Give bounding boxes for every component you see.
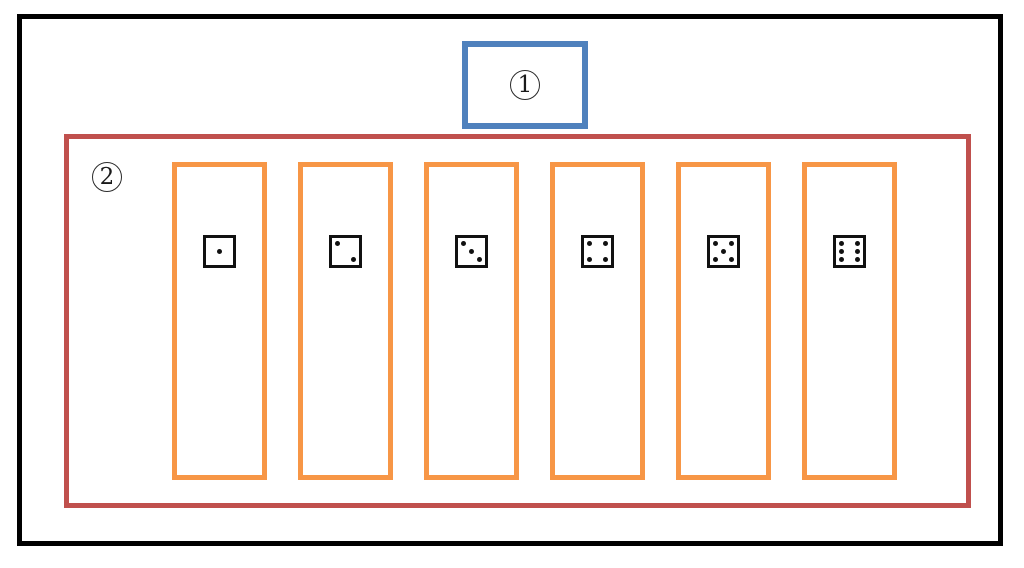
pip bbox=[713, 241, 719, 247]
pip-cell bbox=[460, 255, 468, 263]
die-face-4 bbox=[581, 235, 614, 268]
pip bbox=[587, 241, 593, 247]
pip-cell bbox=[586, 240, 594, 248]
pip-cell bbox=[586, 255, 594, 263]
pip-cell bbox=[475, 240, 483, 248]
pip-cell bbox=[838, 248, 846, 256]
callout-box-1: 1 bbox=[462, 41, 588, 129]
pip-cell bbox=[342, 240, 350, 248]
pip-cell bbox=[727, 248, 735, 256]
pip-cell bbox=[712, 240, 720, 248]
pip-cell bbox=[853, 248, 861, 256]
pip bbox=[602, 256, 608, 262]
pip bbox=[728, 256, 734, 262]
pip-cell bbox=[712, 255, 720, 263]
outer-frame bbox=[17, 14, 1003, 546]
pip-cell bbox=[475, 248, 483, 256]
pip-cell bbox=[601, 248, 609, 256]
pip-cell bbox=[586, 248, 594, 256]
pip bbox=[854, 248, 860, 254]
pip-cell bbox=[846, 248, 854, 256]
pip-cell bbox=[342, 248, 350, 256]
die-face-1 bbox=[203, 235, 236, 268]
pip-cell bbox=[223, 248, 231, 256]
pip-cell bbox=[216, 240, 224, 248]
pip-cell bbox=[468, 255, 476, 263]
pip-cell bbox=[349, 240, 357, 248]
pip bbox=[476, 256, 482, 262]
pip-cell bbox=[594, 248, 602, 256]
pip-cell bbox=[727, 255, 735, 263]
die-face-3 bbox=[455, 235, 488, 268]
pip-cell bbox=[853, 255, 861, 263]
dice-column bbox=[676, 162, 771, 480]
pip bbox=[216, 248, 222, 254]
pip-cell bbox=[216, 255, 224, 263]
pip-cell bbox=[475, 255, 483, 263]
dice-columns bbox=[172, 162, 897, 480]
pip-cell bbox=[720, 240, 728, 248]
pip bbox=[854, 241, 860, 247]
dice-column bbox=[802, 162, 897, 480]
pip-cell bbox=[468, 240, 476, 248]
pip bbox=[350, 256, 356, 262]
pip-cell bbox=[460, 248, 468, 256]
pip-cell bbox=[349, 248, 357, 256]
pip bbox=[839, 241, 845, 247]
pip-cell bbox=[223, 255, 231, 263]
pip bbox=[461, 241, 467, 247]
pip-cell bbox=[216, 248, 224, 256]
pip-cell bbox=[838, 240, 846, 248]
pip bbox=[839, 256, 845, 262]
pip-cell bbox=[594, 255, 602, 263]
pip bbox=[720, 248, 726, 254]
dice-column bbox=[424, 162, 519, 480]
pip bbox=[854, 256, 860, 262]
pip-cell bbox=[594, 240, 602, 248]
pip bbox=[713, 256, 719, 262]
pip-cell bbox=[720, 255, 728, 263]
pip-cell bbox=[720, 248, 728, 256]
pip-cell bbox=[727, 240, 735, 248]
pip-cell bbox=[460, 240, 468, 248]
pip bbox=[728, 241, 734, 247]
pip bbox=[335, 241, 341, 247]
pip-cell bbox=[468, 248, 476, 256]
pip-cell bbox=[208, 248, 216, 256]
pip bbox=[602, 241, 608, 247]
dice-column bbox=[172, 162, 267, 480]
pip bbox=[839, 248, 845, 254]
pip-cell bbox=[208, 240, 216, 248]
pip-cell bbox=[334, 240, 342, 248]
die-face-2 bbox=[329, 235, 362, 268]
pip-cell bbox=[334, 248, 342, 256]
pip-cell bbox=[846, 255, 854, 263]
die-face-6 bbox=[833, 235, 866, 268]
dice-column bbox=[550, 162, 645, 480]
circled-number-2: 2 bbox=[92, 162, 122, 192]
pip bbox=[468, 248, 474, 254]
circled-number-1: 1 bbox=[510, 70, 540, 100]
die-face-5 bbox=[707, 235, 740, 268]
callout-box-2: 2 bbox=[64, 134, 971, 508]
pip-cell bbox=[601, 255, 609, 263]
pip-cell bbox=[349, 255, 357, 263]
pip-cell bbox=[223, 240, 231, 248]
pip-cell bbox=[838, 255, 846, 263]
pip-cell bbox=[208, 255, 216, 263]
dice-column bbox=[298, 162, 393, 480]
pip-cell bbox=[846, 240, 854, 248]
pip-cell bbox=[601, 240, 609, 248]
pip bbox=[587, 256, 593, 262]
pip-cell bbox=[853, 240, 861, 248]
pip-cell bbox=[334, 255, 342, 263]
pip-cell bbox=[712, 248, 720, 256]
pip-cell bbox=[342, 255, 350, 263]
